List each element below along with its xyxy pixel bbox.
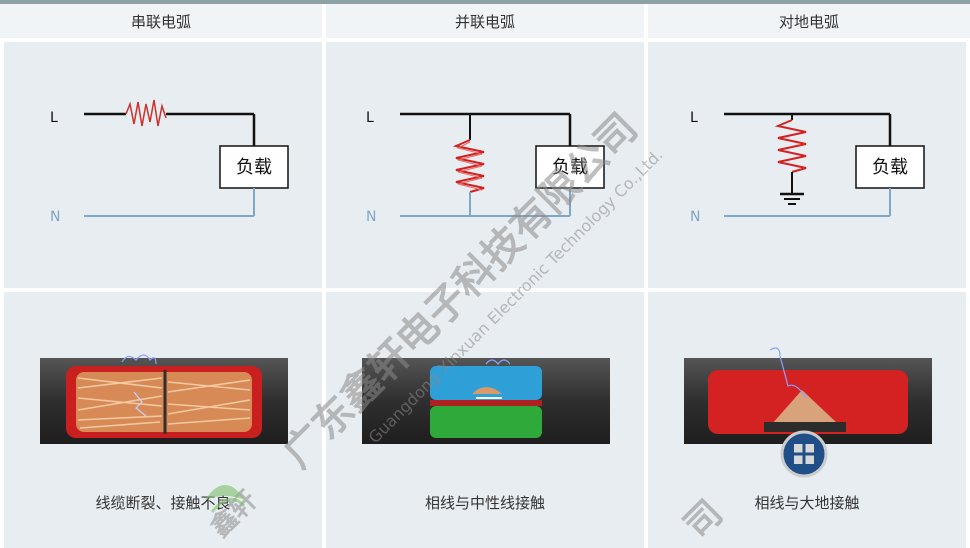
line-label: L	[50, 110, 58, 126]
series-arc-cable-panel: 线缆断裂、接触不良	[4, 292, 322, 548]
conductor-blue	[430, 366, 542, 400]
arc-spark	[121, 354, 157, 365]
ground-arc-spring	[774, 119, 807, 173]
header-ground-arc: 对地电弧	[648, 4, 970, 38]
series-arc-circuit: L 负载 N	[50, 99, 289, 225]
arc-spark	[485, 359, 511, 365]
neutral-label: N	[690, 209, 700, 225]
parallel-arc-spring-shadow	[456, 141, 483, 191]
caption: 线缆断裂、接触不良	[95, 494, 230, 512]
parallel-cable-illustration: 相线与中性线接触	[362, 358, 610, 512]
header-series-arc-label: 串联电弧	[130, 12, 191, 31]
ground-cable-illustration: 相线与大地接触	[684, 347, 932, 512]
line-label: L	[366, 110, 374, 126]
load-label: 负载	[552, 157, 588, 178]
ground-conductor-cross	[788, 438, 820, 470]
ground-arc-cable-panel: 相线与大地接触	[648, 292, 966, 548]
ground-arc-circuit-panel: L 负载 N	[648, 42, 966, 288]
series-arc-circuit-panel: L 负载 N	[4, 42, 322, 288]
top-border	[0, 0, 970, 4]
load-box	[535, 145, 605, 189]
conductor-green	[430, 406, 542, 438]
neutral-label: N	[50, 209, 60, 225]
parallel-arc-circuit: L 负载 N	[366, 110, 605, 225]
conductor-red-band	[430, 400, 542, 406]
header-parallel-arc: 并联电弧	[326, 4, 644, 38]
arc-spark-inner	[133, 391, 147, 417]
breach-gap	[764, 422, 846, 432]
caption: 相线与中性线接触	[425, 494, 545, 512]
load-box	[855, 145, 925, 189]
exposed-copper	[772, 390, 838, 424]
load-label: 负载	[236, 157, 272, 178]
header-ground-arc-label: 对地电弧	[778, 12, 839, 31]
caption: 相线与大地接触	[754, 494, 859, 512]
broken-cable-illustration: 线缆断裂、接触不良	[40, 354, 288, 512]
load-label: 负载	[872, 157, 908, 178]
parallel-arc-cable-panel: 相线与中性线接触	[326, 292, 644, 548]
header-parallel-arc-label: 并联电弧	[454, 12, 515, 31]
ground-arc-circuit: L 负载 N	[690, 110, 925, 225]
line-label: L	[690, 110, 698, 126]
neutral-label: N	[366, 209, 376, 225]
header-series-arc: 串联电弧	[0, 4, 322, 38]
parallel-arc-spring	[452, 139, 485, 193]
strand-lines	[77, 377, 251, 429]
parallel-arc-circuit-panel: L 负载 N	[326, 42, 644, 288]
series-arc-spark	[125, 99, 167, 127]
load-box	[219, 145, 289, 189]
arc-spark	[769, 347, 807, 399]
exposed-copper	[472, 387, 502, 394]
